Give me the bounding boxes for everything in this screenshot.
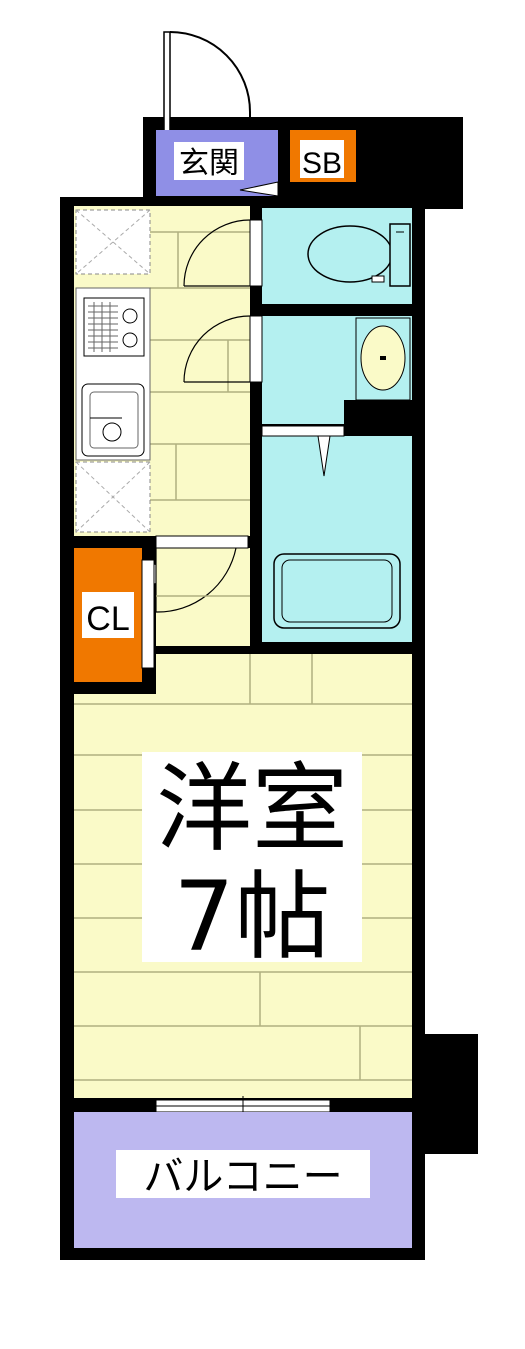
toilet-door-swing-icon: [183, 219, 263, 287]
western-room-label: 洋室: [156, 753, 348, 865]
shoe-box-label: SB: [302, 147, 342, 180]
entrance-label-bg: [174, 142, 244, 180]
room-door-swing-icon: [155, 535, 249, 613]
closet-label: CL: [86, 600, 129, 638]
fridge-space-icon: [75, 209, 151, 275]
western-room-label-bg: [142, 752, 362, 962]
toilet-icon: [307, 223, 411, 287]
balcony-label-bg: [116, 1150, 370, 1198]
entrance-step-mark: [239, 181, 279, 197]
washer-space-icon: [75, 461, 151, 533]
corridor-floor-lines: [150, 231, 250, 501]
bathroom-door-icon: [261, 425, 345, 477]
bathtub-icon: [273, 553, 401, 629]
balcony-label: バルコニー: [143, 1154, 342, 1200]
western-room-size: 7帖: [173, 861, 330, 973]
entrance-label: 玄関: [179, 146, 239, 181]
wash-room-wall: [344, 400, 412, 426]
wash-room-door-swing-icon: [183, 315, 263, 383]
kitchen-sink-icon: [81, 383, 145, 457]
hall-floor: [156, 548, 250, 646]
stove-icon: [83, 297, 145, 357]
shoe-box-label-bg: [300, 140, 344, 178]
washbasin-icon: [355, 317, 411, 401]
closet-label-bg: [82, 592, 134, 638]
